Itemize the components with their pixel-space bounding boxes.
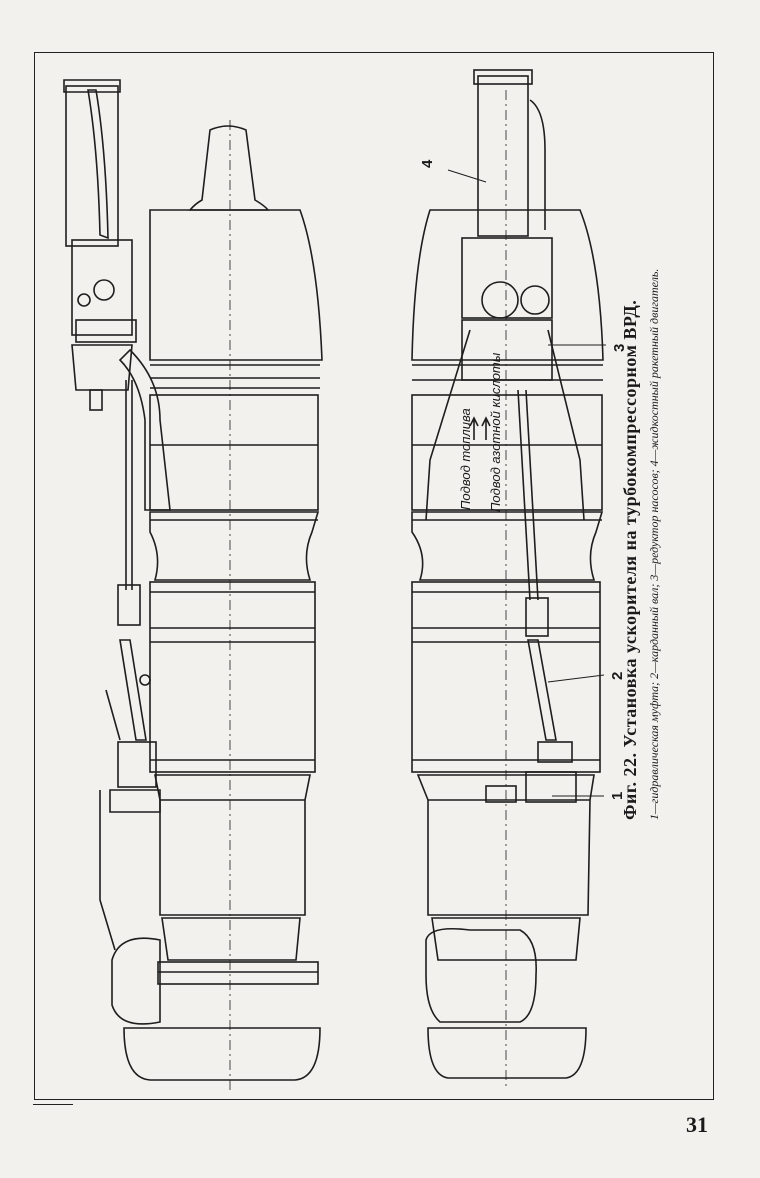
fuel-feed-note: Подвод топлива (458, 408, 473, 510)
figure-title: Фиг. 22. Установка ускорителя на турбоко… (620, 280, 641, 820)
figure-legend: 1—гидравлическая муфта; 2—карданный вал;… (647, 280, 662, 820)
left-intake-fairing (150, 210, 322, 360)
left-booster-body (66, 86, 118, 246)
left-nozzle (124, 1028, 320, 1080)
right-booster-body (478, 76, 528, 236)
page-number: 31 (686, 1112, 708, 1138)
left-nose-cone (190, 126, 268, 210)
left-engine (64, 80, 322, 1080)
oxidizer-feed-note: Подвод азотной кислоты (488, 352, 503, 512)
right-engine (412, 70, 603, 1090)
callout-4: 4 (419, 159, 436, 168)
